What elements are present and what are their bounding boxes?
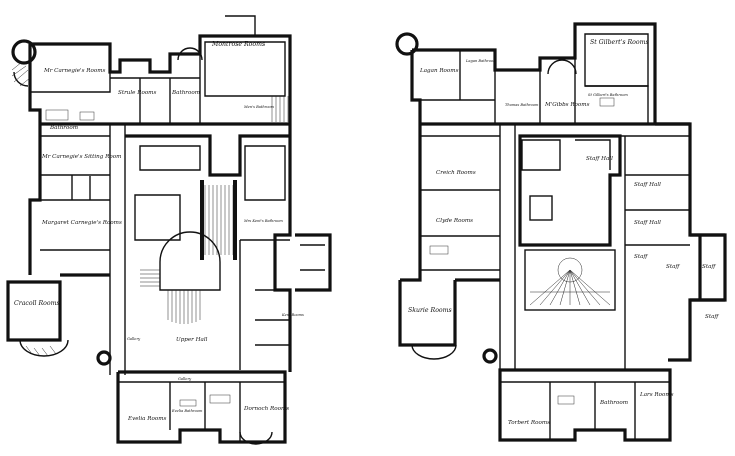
room-label: Creich Rooms — [436, 170, 476, 176]
room-label: Staff Hall — [634, 182, 661, 188]
room-label: St Gilbert's Rooms — [590, 39, 649, 46]
nw-tower — [11, 39, 37, 65]
bath-fixture — [557, 395, 575, 405]
central-chamber — [529, 195, 553, 221]
right-floor-plan: Lagan Rooms St Gilbert's Rooms St Gilber… — [395, 22, 727, 442]
room-label: Mrs Kent's Bathroom — [243, 219, 283, 223]
south-wing — [116, 370, 287, 444]
room-label: Montrose Rooms — [211, 41, 265, 48]
central-block — [518, 134, 622, 247]
montrose-room — [204, 41, 286, 97]
east-annex-inner — [300, 244, 325, 271]
room-label: Cracoll Rooms — [14, 300, 60, 307]
room-label: Gallery — [178, 377, 192, 381]
room-label: Evelia Rooms — [127, 416, 166, 422]
west-outer-wall — [28, 44, 42, 275]
strule-walls — [110, 54, 201, 124]
bay-window — [13, 71, 29, 87]
left-floor-plan: Mr Carnegie's Rooms Strule Rooms Bathroo… — [6, 15, 332, 445]
north-outer-wall — [30, 34, 292, 124]
bath-fixture — [45, 109, 69, 121]
east-annex — [295, 233, 332, 292]
room-label: Thomas Bathroom — [505, 103, 539, 107]
east-outer-wall — [273, 124, 292, 372]
room-label: Bathroom — [599, 400, 628, 406]
room-label: Staff Hall — [634, 220, 661, 226]
room-label: Margaret Carnegie's Rooms — [41, 220, 122, 226]
room-label: Bathroom — [171, 90, 200, 96]
mcgibb-apse — [547, 59, 577, 75]
north-outer-wall — [412, 22, 657, 124]
room-label: Lagan Rooms — [419, 68, 459, 74]
bath-fixture — [209, 394, 231, 404]
room-label: Staff Hall — [586, 156, 613, 162]
montrose-bay — [225, 15, 256, 36]
east-staff-walls — [620, 135, 690, 370]
bath-apse — [177, 47, 203, 61]
room-label: Bathroom — [49, 125, 78, 131]
skurie-bay — [411, 344, 457, 360]
cracoll-bay-hatch — [25, 345, 57, 357]
east-outer-wall — [655, 122, 727, 362]
hall-top-walls — [125, 134, 290, 177]
room-label: Upper Hall — [176, 337, 208, 343]
central-chambers — [139, 145, 286, 201]
room-label: Staff — [666, 264, 680, 270]
room-label: Clyde Rooms — [436, 218, 473, 224]
carnegie-room-walls — [30, 72, 111, 93]
bath-fixture — [79, 111, 95, 121]
nw-tower — [395, 32, 419, 56]
stair-hatch-n — [271, 96, 289, 122]
room-label: Strule Rooms — [118, 90, 156, 96]
upper-wing-walls — [412, 50, 576, 124]
hall-chamber — [134, 194, 181, 241]
room-label: Lars Rooms — [639, 392, 674, 398]
main-corridor — [109, 124, 126, 375]
room-label: Dornoch Rooms — [243, 406, 289, 412]
room-label: Gallery — [127, 337, 141, 341]
courtyard — [524, 249, 616, 311]
west-room-walls — [40, 135, 110, 251]
dornoch-bay — [239, 431, 273, 445]
bath-fixture — [599, 97, 615, 107]
turret — [96, 350, 112, 366]
cracoll-bay — [19, 339, 69, 357]
apse-stair — [167, 290, 201, 324]
room-label: Kent Rooms — [281, 313, 304, 317]
room-label: M'Gibbs Rooms — [544, 102, 590, 108]
st-gilberts-bath-wall — [585, 85, 649, 124]
room-label: Mr Carnegie's Sitting Room — [41, 154, 121, 160]
room-label: Mr Carnegie's Rooms — [43, 68, 105, 74]
room-label: Evelia Bathroom — [171, 409, 203, 413]
room-label: Lagan Bathroom — [465, 59, 497, 63]
bay-hatch — [11, 61, 31, 87]
room-label: Staff — [702, 264, 716, 270]
skurie-tower — [398, 280, 457, 347]
south-wing-walls — [500, 381, 670, 440]
east-annex — [690, 233, 725, 302]
west-room-walls — [420, 135, 500, 271]
staff-hall-walls — [521, 139, 611, 171]
grand-stair — [200, 180, 237, 260]
turret — [482, 348, 498, 364]
south-wing — [498, 368, 672, 442]
cracoll-tower — [6, 280, 62, 342]
main-corridor — [499, 124, 516, 370]
room-label: Torbert Rooms — [508, 420, 550, 426]
side-stair — [140, 269, 160, 287]
upper-hall-apse — [159, 231, 221, 291]
bath-fixture — [179, 399, 197, 407]
south-wing-walls — [118, 381, 285, 442]
room-label: St Gilbert's Bathroom — [588, 93, 628, 97]
east-service — [239, 239, 290, 370]
west-outer-wall — [400, 50, 422, 282]
bath-fixture — [429, 245, 449, 255]
room-label: Staff — [705, 314, 719, 320]
room-label: Skurie Rooms — [408, 307, 452, 314]
room-label: Men's Bathroom — [243, 105, 275, 109]
room-label: Staff — [634, 254, 648, 260]
